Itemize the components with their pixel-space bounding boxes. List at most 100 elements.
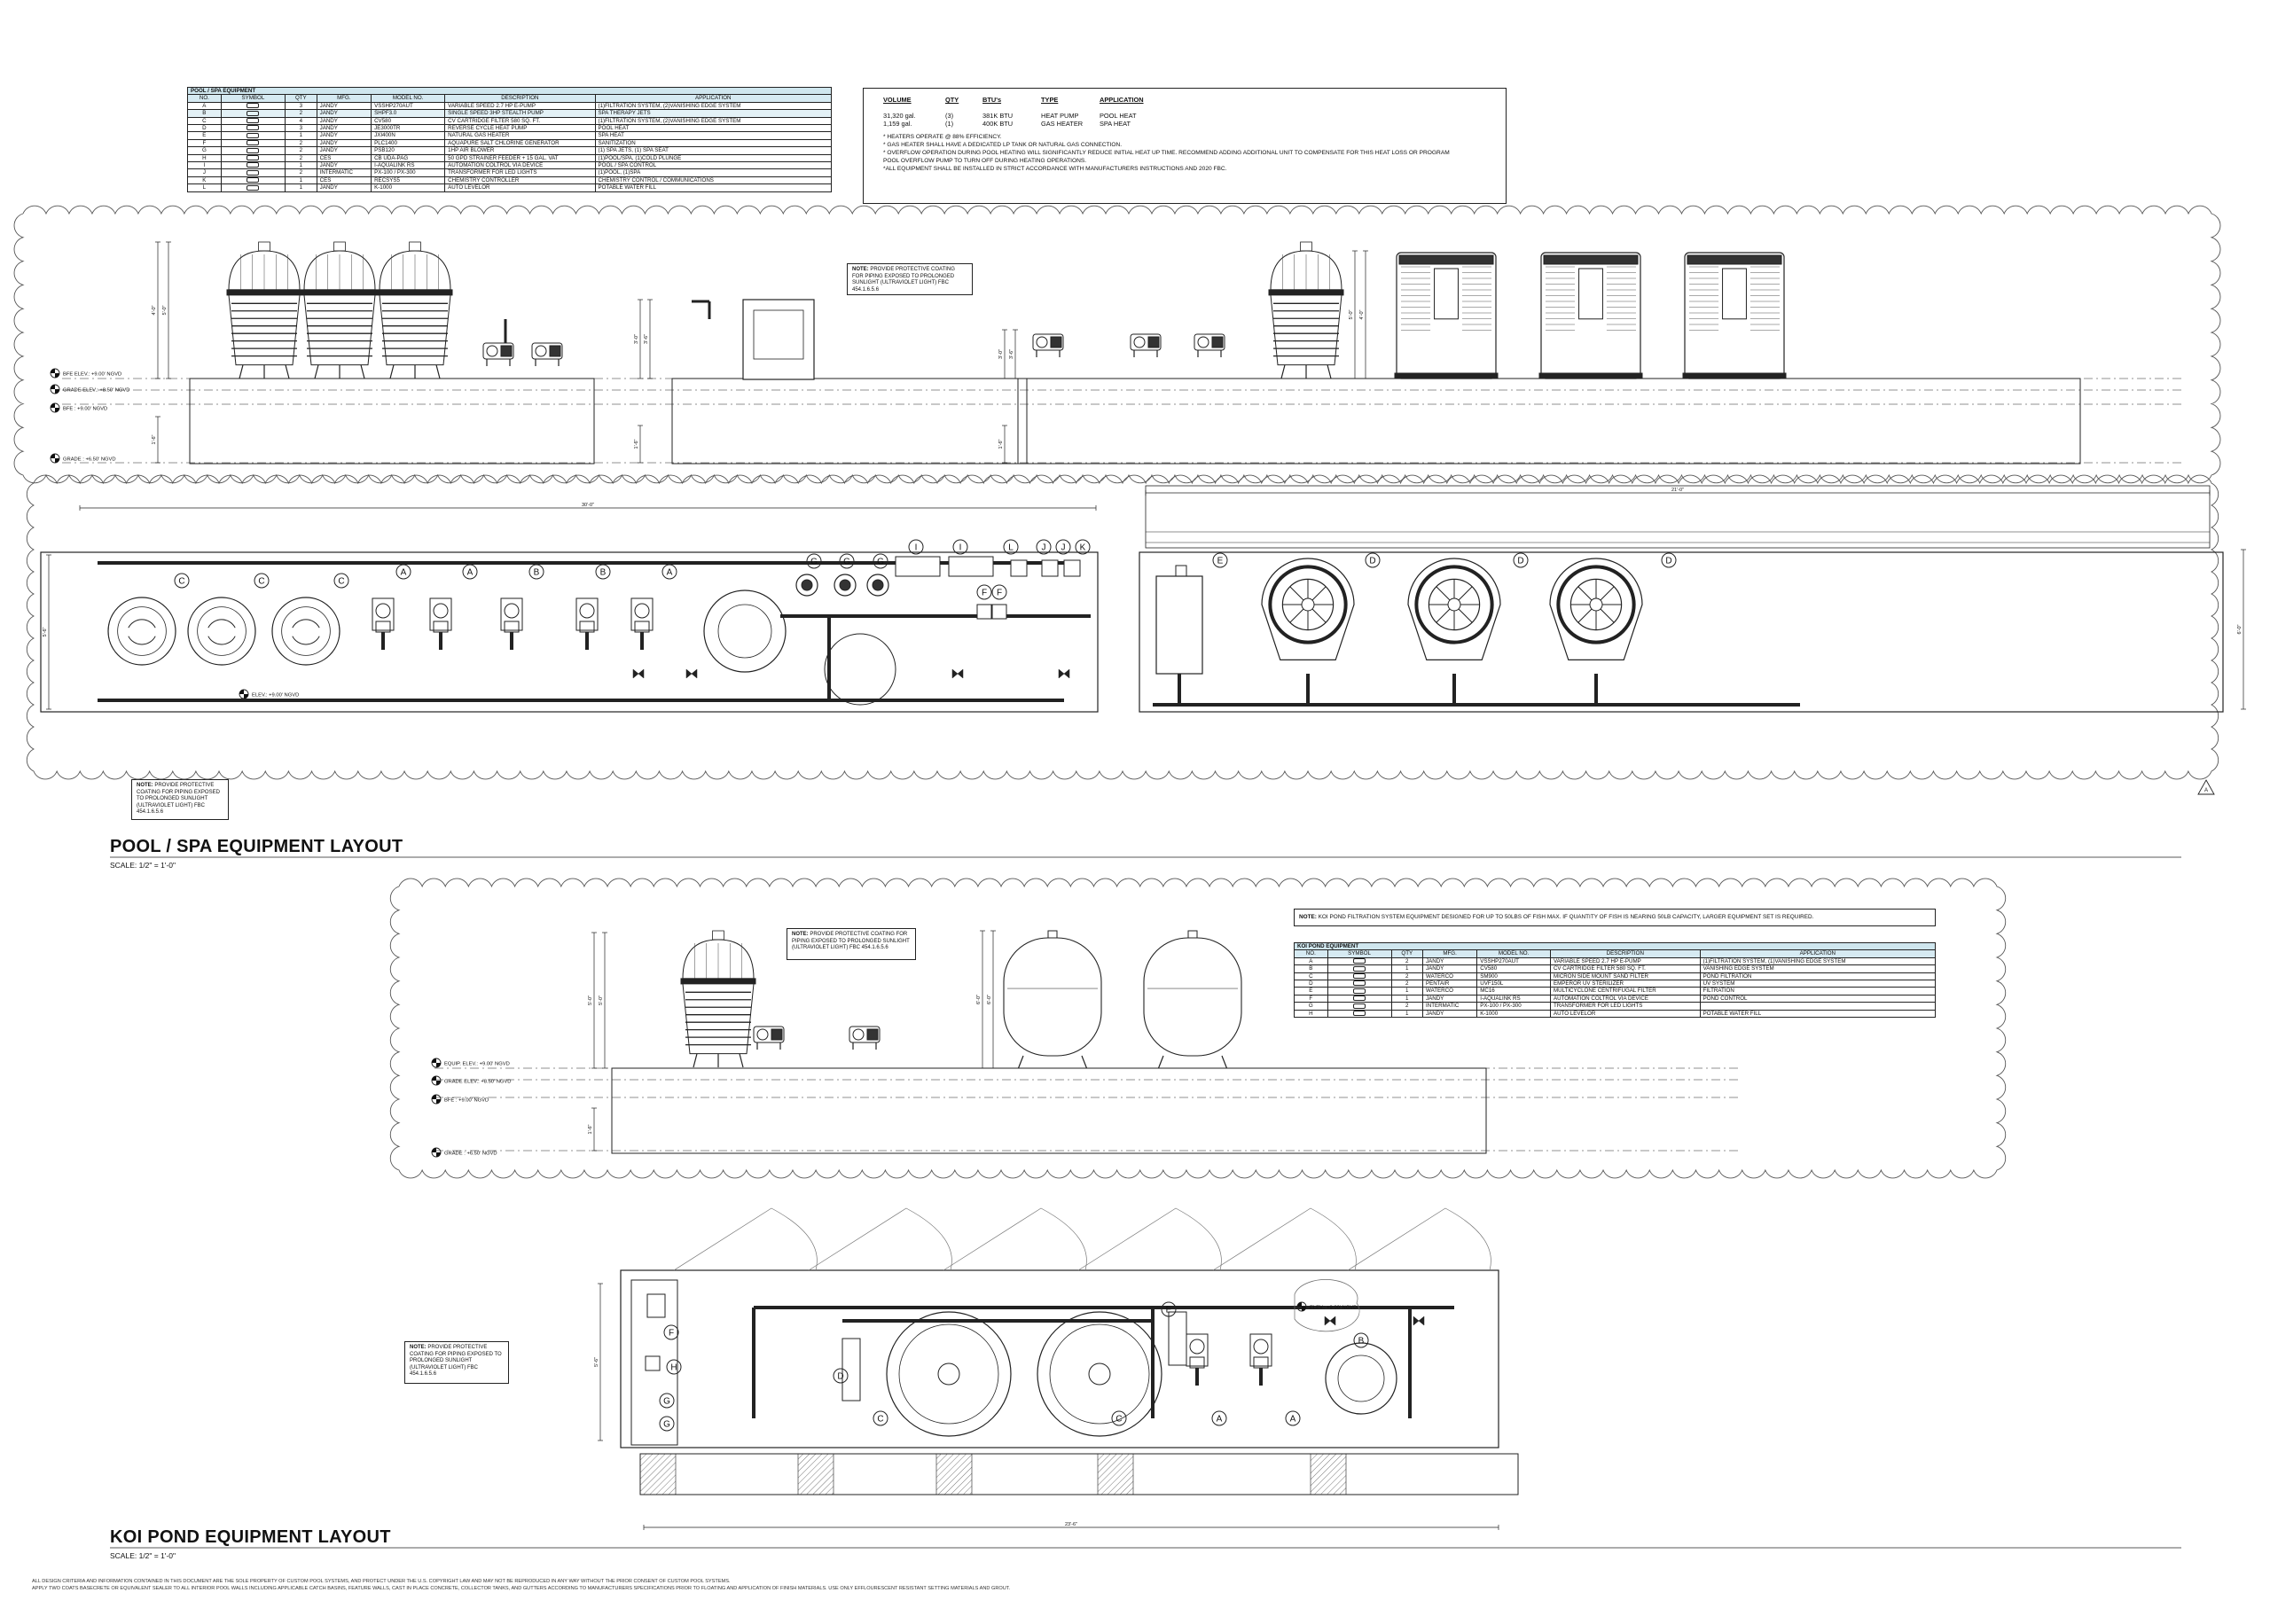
table-cell: POOL HEAT: [594, 124, 833, 133]
sand-filter-elev: [1143, 930, 1242, 1069]
table-cell: NATURAL GAS HEATER: [444, 131, 596, 140]
symbol-cell: [220, 168, 286, 177]
bfe-marker: [431, 1094, 442, 1105]
heater-note: *ALL EQUIPMENT SHALL BE INSTALLED IN STR…: [883, 166, 1227, 173]
revision-triangle: [2197, 779, 2215, 795]
line: [1289, 607, 1305, 623]
grade-marker: [50, 453, 60, 464]
heater-cell: SPA HEAT: [1100, 120, 1131, 129]
elevation-marker-fill: [432, 1076, 436, 1081]
heater-cell: 381K BTU: [982, 112, 1014, 121]
equip-elev-marker: [431, 1058, 442, 1068]
filter-glyph: [292, 619, 320, 645]
tag-letter: J: [1061, 543, 1066, 553]
table-cell: CB UDA-PAG: [371, 153, 446, 163]
dimension-label: 6'-0": [987, 995, 992, 1004]
line: [1457, 607, 1473, 623]
table-cell: 2: [285, 109, 317, 118]
column-header: SYMBOL: [220, 94, 286, 103]
outline: [634, 621, 650, 633]
outline: [1189, 1356, 1205, 1369]
table-title: KOI POND EQUIPMENT: [1294, 941, 1936, 951]
elevation-marker-fill: [55, 373, 59, 378]
circle: [1049, 1323, 1150, 1425]
table-cell: (1)FILTRATION SYSTEM, (1)VANISHING EDGE …: [1699, 956, 1937, 966]
elevation-marker-fill: [51, 385, 55, 389]
koi-equipment-pad: [611, 1067, 1487, 1154]
tag-letter: C: [877, 1415, 883, 1425]
table-cell: CV CARTRIDGE FILTER 580 SQ. FT.: [444, 116, 596, 126]
cartridge-filter-elev: [680, 930, 756, 1068]
pump-elev: [849, 1026, 881, 1050]
table-cell: AUTO LEVELOR: [1549, 1009, 1701, 1019]
pool-elevation-cloud: [13, 205, 2221, 484]
filter-inner: [197, 606, 247, 656]
table-cell: JANDY: [1421, 964, 1478, 973]
outline: [1175, 565, 1187, 577]
table-cell: 50 GPD STRAINER FEEDER + 15 GAL. VAT: [444, 153, 596, 163]
tag-letter: D: [1517, 557, 1523, 566]
equipment-tag: [395, 564, 411, 580]
tag-letter: H: [670, 1363, 677, 1373]
equipment-tag: [1111, 1410, 1127, 1426]
blower-plan: [801, 579, 813, 591]
table-cell: B: [187, 109, 222, 118]
column-header: APPLICATION: [1699, 949, 1937, 958]
cartridge-filter-plan: [107, 597, 176, 666]
table-cell: PX-100 / PX-300: [1476, 1002, 1551, 1011]
line: [1289, 586, 1305, 602]
table-cell: D: [1294, 980, 1328, 988]
blower-plan: [872, 579, 884, 591]
cartridge-filter-elev: [1268, 241, 1344, 379]
cartridge-filter-elev: [301, 241, 378, 379]
column-header: MFG.: [1421, 949, 1478, 958]
transformer-plan: [1010, 559, 1028, 577]
blower-plan: [834, 574, 857, 597]
sand-filter-elev: [1003, 930, 1102, 1069]
tag-letter: L: [1008, 543, 1014, 553]
equipment-tag: [1353, 1332, 1369, 1348]
tag-letter: I: [915, 543, 918, 553]
table-cell: 2: [1390, 956, 1424, 966]
shade-structure: [1077, 1207, 1222, 1271]
table-cell: 2: [285, 153, 317, 163]
tag-letter: E: [1166, 1306, 1172, 1316]
tag-letter: A: [667, 568, 673, 578]
equipment-tag: [1285, 1410, 1301, 1426]
plan-elev-marker: [1296, 1301, 1307, 1312]
gas-heater-elev: [742, 299, 815, 380]
table-cell: L: [187, 183, 222, 192]
table-cell: CV CARTRIDGE FILTER 580 SQ. FT.: [1549, 964, 1701, 973]
valve: [1413, 1316, 1425, 1326]
pump-elev: [753, 1026, 785, 1050]
symbol-cell: [1327, 956, 1392, 966]
elevation-label: GRADE ELEV.: +8.50' NGVD: [444, 1080, 511, 1085]
symbol-cell: [220, 161, 286, 170]
table-cell: 4: [285, 116, 317, 126]
tag-letter: D: [837, 1372, 843, 1382]
table-cell: F: [187, 138, 222, 148]
valve: [1058, 668, 1070, 679]
table-cell: POTABLE WATER FILL: [1699, 1009, 1937, 1019]
equipment-tag: [1365, 552, 1381, 568]
symbol-cell: [1327, 964, 1392, 973]
grade-elev-marker: [431, 1075, 442, 1086]
table-cell: H: [187, 153, 222, 163]
outline: [375, 621, 391, 633]
footing-hatch: [1097, 1453, 1134, 1495]
heater-col-header: TYPE: [1041, 96, 1059, 104]
blower-plan: [795, 574, 818, 597]
table-cell: POND FILTRATION: [1699, 972, 1937, 981]
dimension-label: 5'-0": [599, 995, 604, 1005]
tag-letter: I: [959, 543, 962, 553]
table-cell: 1: [1390, 1009, 1424, 1019]
